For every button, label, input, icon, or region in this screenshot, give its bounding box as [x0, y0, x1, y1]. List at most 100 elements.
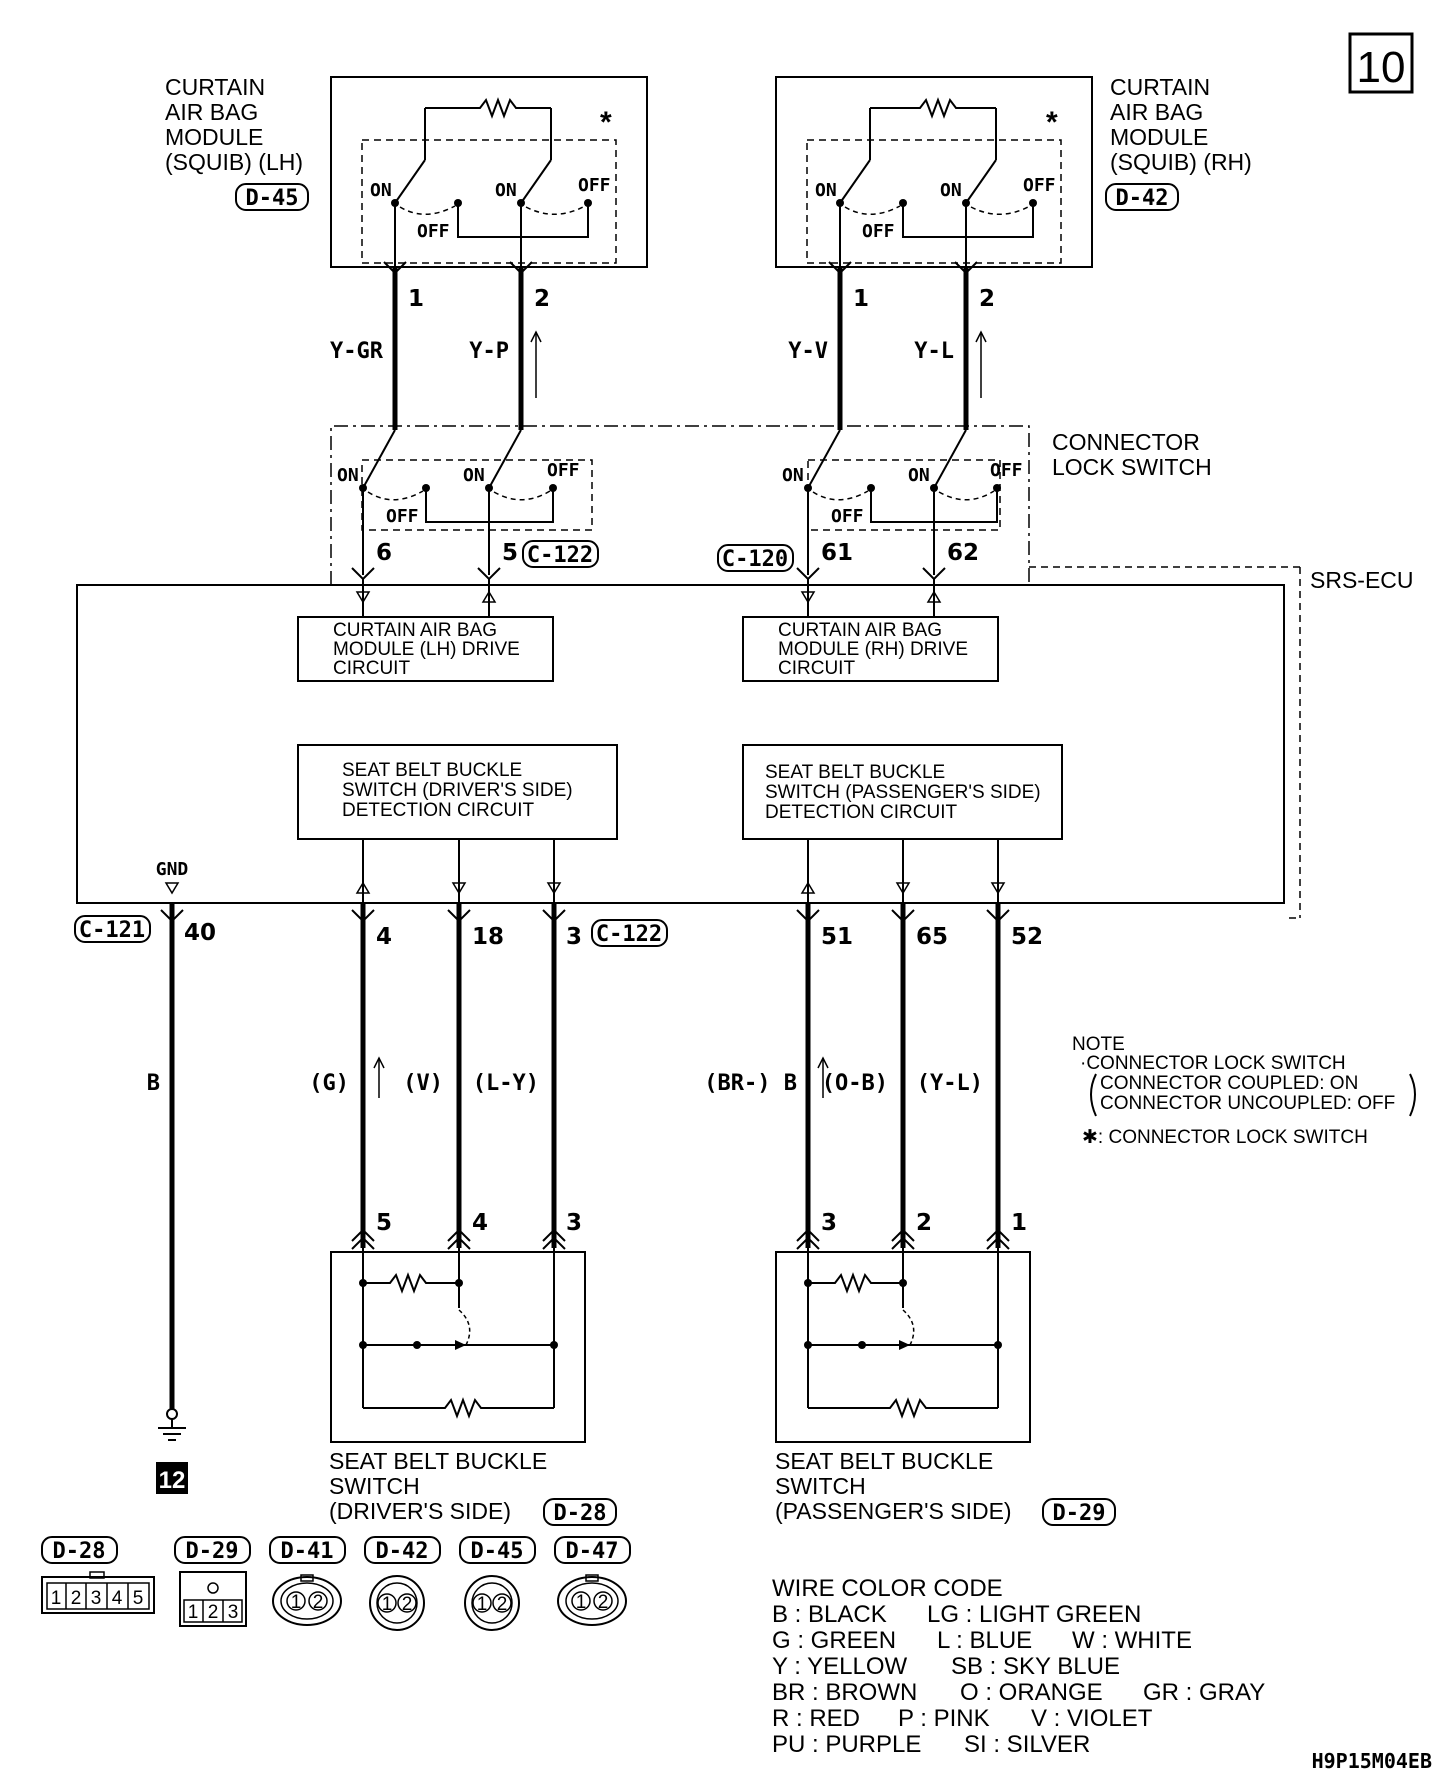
driver-switch-tag: D-28: [554, 1501, 607, 1526]
pass-det-1: SEAT BELT BUCKLE: [765, 762, 945, 783]
connector-lock-switch: CONNECTOR LOCK SWITCH ON ON OFF OFF ON O…: [330, 425, 1301, 919]
pass-switch-tag: D-29: [1053, 1501, 1106, 1526]
c122-bottom-tag: C-122: [596, 922, 662, 947]
driver-det-1: SEAT BELT BUCKLE: [342, 760, 522, 781]
ecu-pin-5: 5: [502, 540, 518, 566]
rh-connector-tag-frame: [1105, 183, 1179, 211]
lh-off-2: OFF: [578, 175, 611, 196]
cv-d29-p3: 3: [228, 1602, 239, 1623]
cls-off-1: OFF: [386, 506, 419, 527]
cls-off-4: OFF: [990, 460, 1023, 481]
cv-d41-tag: D-41: [281, 1539, 334, 1564]
wcc-r4-c2: V : VIOLET: [1031, 1705, 1153, 1732]
driver-det-3: DETECTION CIRCUIT: [342, 800, 535, 821]
sw-pin-d-5: 5: [376, 1210, 392, 1236]
driver-switch-label-3: (DRIVER'S SIDE): [329, 1498, 511, 1524]
page-number: 10: [1348, 32, 1414, 94]
wcc-r5-c1: SI : SILVER: [964, 1731, 1090, 1758]
rh-on-2: ON: [940, 180, 962, 201]
cv-d29-p1: 1: [188, 1602, 199, 1623]
wcc-r1-c0: G : GREEN: [772, 1627, 896, 1654]
wire-color-y-l: Y-L: [914, 339, 954, 364]
sw-pin-d-4: 4: [472, 1210, 488, 1236]
note-line-1: ·CONNECTOR LOCK SWITCH: [1080, 1053, 1346, 1074]
cv-d41-p1: 1: [291, 1592, 302, 1613]
rh-drive-2: MODULE (RH) DRIVE: [778, 639, 968, 660]
lh-on-2: ON: [495, 180, 517, 201]
c120-tag: C-120: [722, 547, 788, 572]
lh-asterisk: *: [600, 106, 612, 139]
pass-switch-label-3: (PASSENGER'S SIDE): [775, 1498, 1012, 1524]
rh-drive-3: CIRCUIT: [778, 658, 855, 679]
upper-wires: 1 2 1 2 Y-GR Y-P Y-V Y-L: [330, 261, 995, 430]
wire-pin-rh-1: 1: [853, 286, 869, 312]
cv-d45-p2: 2: [497, 1594, 508, 1615]
note-title: NOTE: [1072, 1034, 1125, 1055]
cv-d28-p2: 2: [71, 1588, 82, 1609]
cv-d29-tag: D-29: [186, 1539, 239, 1564]
wcc-r2-c1: SB : SKY BLUE: [951, 1653, 1120, 1680]
gnd-wire-color: B: [147, 1071, 160, 1096]
pass-det-2: SWITCH (PASSENGER'S SIDE): [765, 782, 1041, 803]
wcc-title: WIRE COLOR CODE: [772, 1575, 1003, 1602]
page-number-text: 10: [1357, 43, 1406, 92]
wire-color-v: (V): [403, 1071, 443, 1096]
note-line-4: ✱: CONNECTOR LOCK SWITCH: [1082, 1127, 1368, 1148]
gnd-pin-40: 40: [184, 920, 216, 946]
cv-d28-p1: 1: [51, 1588, 62, 1609]
wire-pin-lh-2: 2: [534, 286, 550, 312]
lh-drive-1: CURTAIN AIR BAG: [333, 620, 497, 641]
wcc-r1-c1: L : BLUE: [937, 1627, 1032, 1654]
curtain-airbag-lh-module: CURTAIN AIR BAG MODULE (SQUIB) (LH) D-45…: [165, 74, 648, 268]
document-code: H9P15M04EB: [1312, 1749, 1432, 1773]
wcc-r5-c0: PU : PURPLE: [772, 1731, 921, 1758]
lh-drive-3: CIRCUIT: [333, 658, 410, 679]
srs-ecu-label: SRS-ECU: [1310, 567, 1414, 593]
cv-d42-p2: 2: [402, 1594, 413, 1615]
lower-pin-18: 18: [472, 924, 504, 950]
lower-pin-52: 52: [1011, 924, 1043, 950]
wire-color-o-b: (O-B): [822, 1071, 888, 1096]
wcc-r4-c0: R : RED: [772, 1705, 860, 1732]
lh-connector-tag-frame: [235, 183, 309, 211]
lower-pin-3: 3: [566, 924, 582, 950]
cv-d29-p2: 2: [208, 1602, 219, 1623]
cls-off-3: OFF: [831, 506, 864, 527]
wire-color-g: (G): [309, 1071, 349, 1096]
wire-pin-rh-2: 2: [979, 286, 995, 312]
wire-color-l-y: (L-Y): [473, 1071, 539, 1096]
sw-pin-d-3: 3: [566, 1210, 582, 1236]
wcc-r4-c1: P : PINK: [898, 1705, 990, 1732]
lh-drive-2: MODULE (LH) DRIVE: [333, 639, 520, 660]
cls-off-2: OFF: [547, 460, 580, 481]
wire-color-y-gr: Y-GR: [330, 339, 384, 364]
cv-d28-p4: 4: [112, 1588, 123, 1609]
ecu-pin-6: 6: [376, 540, 392, 566]
lower-pin-4: 4: [376, 924, 392, 950]
gnd-label: GND: [156, 859, 189, 880]
c121-tag: C-121: [79, 918, 145, 943]
cv-d47-p1: 1: [576, 1592, 587, 1613]
pass-switch-label-1: SEAT BELT BUCKLE: [775, 1448, 993, 1474]
cv-d45-tag: D-45: [471, 1539, 524, 1564]
rh-off-2: OFF: [1023, 175, 1056, 196]
curtain-airbag-rh-module: CURTAIN AIR BAG MODULE (SQUIB) (RH) D-42…: [775, 74, 1252, 268]
rh-drive-1: CURTAIN AIR BAG: [778, 620, 942, 641]
ecu-pin-62: 62: [947, 540, 979, 566]
wcc-r3-c2: GR : GRAY: [1143, 1679, 1265, 1706]
pass-switch-label-2: SWITCH: [775, 1473, 866, 1499]
c122-top-tag: C-122: [527, 543, 593, 568]
connector-lock-label-2: LOCK SWITCH: [1052, 454, 1212, 480]
cls-on-4: ON: [908, 465, 930, 486]
cls-on-1: ON: [337, 465, 359, 486]
lower-pin-65: 65: [916, 924, 948, 950]
lower-wires: 4 18 3 C-122 51 65 52 (G) (V) (L-Y) (BR-…: [309, 903, 1043, 1250]
wire-color-y-p: Y-P: [469, 339, 509, 364]
connector-lock-label-1: CONNECTOR: [1052, 429, 1200, 455]
rh-label-2: AIR BAG: [1110, 99, 1203, 125]
rh-off-1: OFF: [862, 221, 895, 242]
note-line-2: CONNECTOR COUPLED: ON: [1100, 1073, 1358, 1094]
wcc-r1-c2: W : WHITE: [1072, 1627, 1192, 1654]
sw-pin-p-1: 1: [1011, 1210, 1027, 1236]
